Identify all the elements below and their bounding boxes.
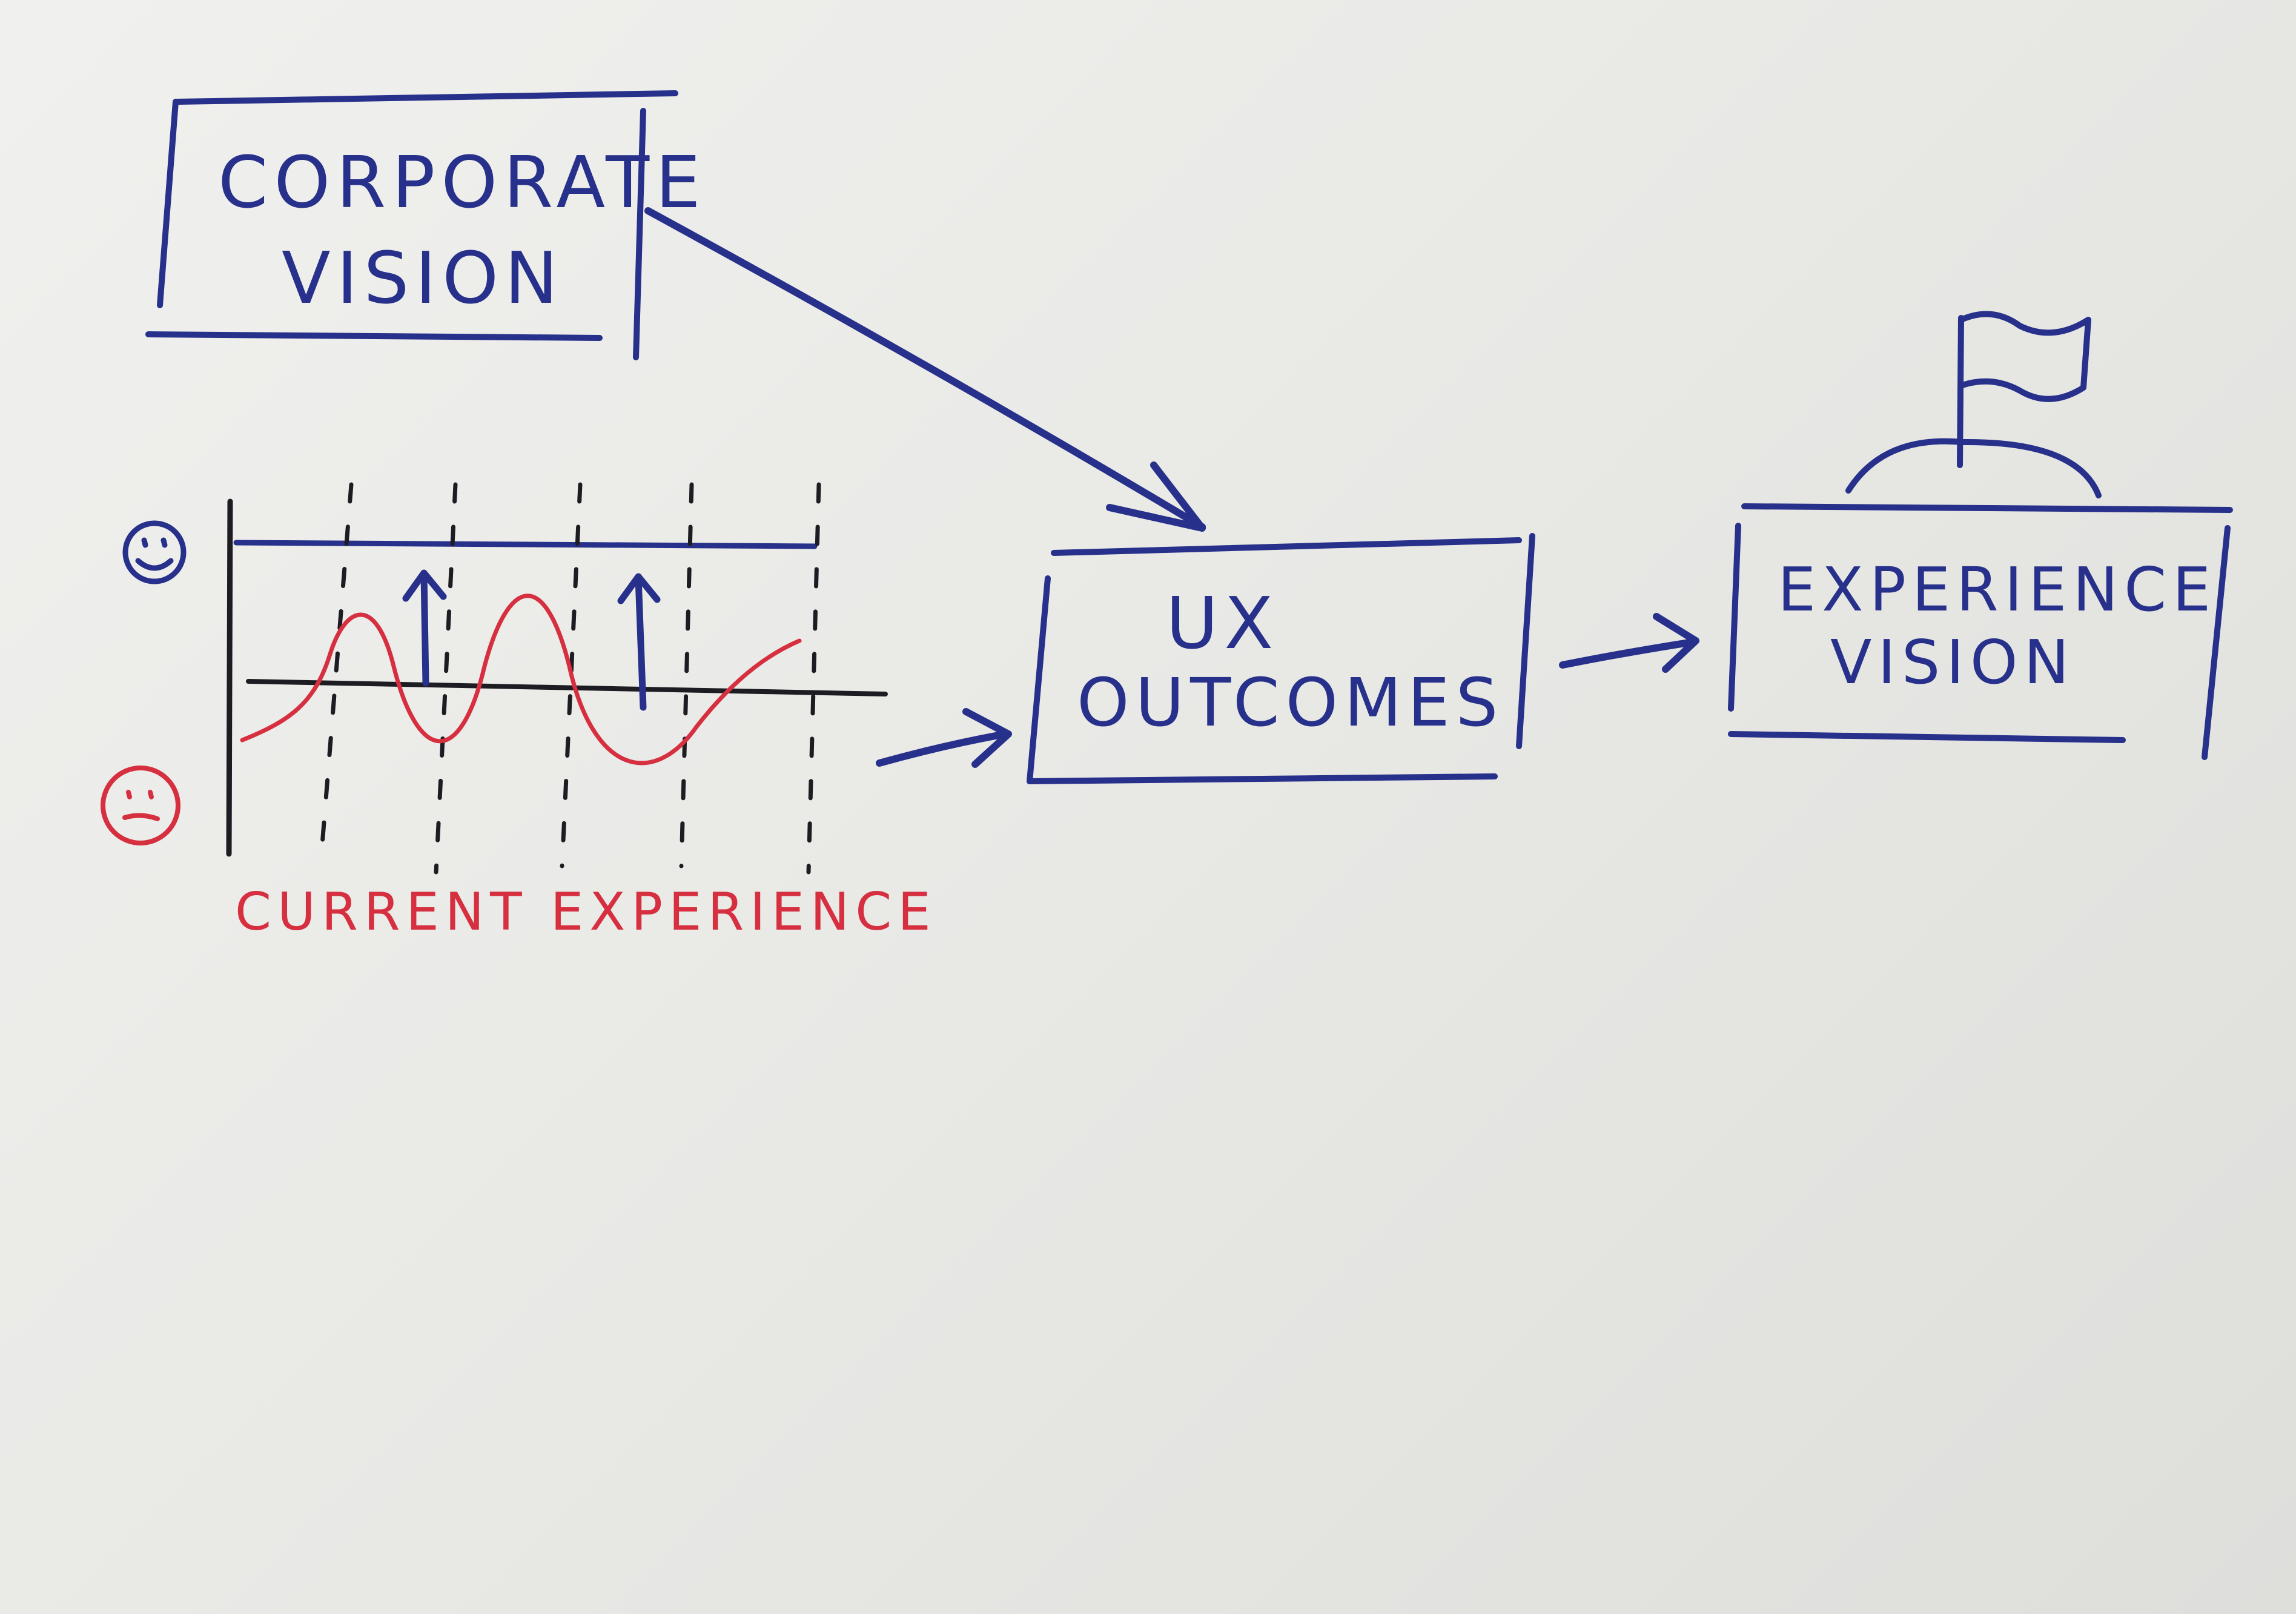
corporate-vision-label-line1: CORPORATE xyxy=(218,141,707,224)
improvement-arrow-1 xyxy=(420,571,429,687)
ux-outcomes-box-right xyxy=(1516,533,1535,749)
flag-icon xyxy=(1845,311,2102,498)
corporate-vision-box-bottom xyxy=(145,331,603,341)
experience-vision-box-top xyxy=(1741,503,2233,513)
ux-outcomes-box xyxy=(1027,533,1535,784)
happy-face-icon xyxy=(122,520,187,584)
corporate-vision-label-line2: VISION xyxy=(282,236,564,320)
stage-divider-1 xyxy=(320,482,354,847)
ux-outcomes-box-top xyxy=(1051,537,1522,556)
experience-vision-box-bottom xyxy=(1728,731,2126,743)
flag-pole xyxy=(1957,315,1964,468)
arrowhead xyxy=(962,708,1012,768)
corporate-vision-box xyxy=(145,90,678,360)
arrow-corporate-to-ux xyxy=(644,207,1206,532)
experience-vision-box xyxy=(1728,503,2233,760)
stage-divider-4 xyxy=(679,482,694,868)
hill xyxy=(1845,438,2102,498)
corporate-vision-box-right xyxy=(633,108,646,360)
improvement-arrow-1-head xyxy=(402,569,447,602)
improvement-arrow-2-head xyxy=(617,573,661,604)
current-experience-chart xyxy=(226,482,888,875)
arrowhead xyxy=(1653,613,1699,673)
flag-cloth xyxy=(1958,311,2091,402)
experience-vision-label-line2: VISION xyxy=(1830,627,2075,698)
ux-outcomes-box-bottom xyxy=(1027,773,1498,784)
ux-outcomes-label-line1: UX xyxy=(1166,581,1279,665)
arrowhead xyxy=(1106,461,1206,532)
experience-curve xyxy=(240,594,802,766)
corporate-vision-box-top xyxy=(174,90,678,105)
chart-target-line xyxy=(233,540,818,549)
ux-outcomes-box-left xyxy=(1027,575,1051,784)
arrow-chart-to-ux xyxy=(876,708,1012,768)
experience-vision-label-line1: EXPERIENCE xyxy=(1778,554,2217,625)
experience-vision-box-right xyxy=(2202,525,2231,760)
chart-baseline xyxy=(246,679,888,696)
sad-face-icon xyxy=(101,766,180,845)
corporate-vision-box-left xyxy=(157,99,179,308)
ux-outcomes-label-line2: OUTCOMES xyxy=(1077,664,1504,741)
chart-y-axis xyxy=(226,498,233,857)
experience-vision-box-left xyxy=(1728,523,1741,712)
improvement-arrow-2 xyxy=(635,575,647,711)
arrow-ux-to-experience xyxy=(1559,613,1699,673)
stage-divider-5 xyxy=(806,482,821,875)
current-experience-label: CURRENT EXPERIENCE xyxy=(235,882,937,942)
